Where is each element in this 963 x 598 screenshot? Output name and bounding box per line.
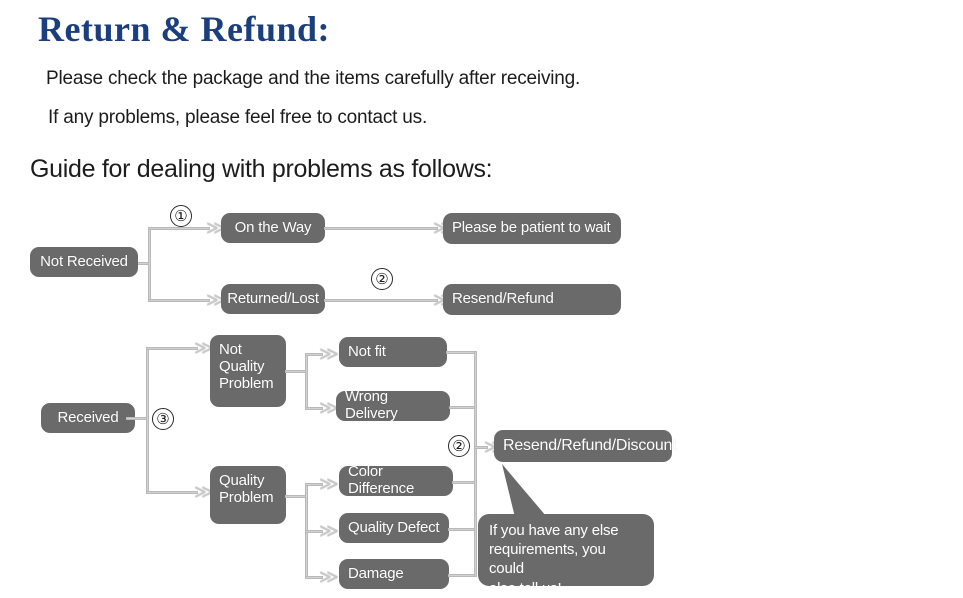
arrowhead-not-fit: ≫	[319, 344, 339, 365]
node-quality-problem[interactable]: Quality Problem	[210, 466, 286, 524]
node-not-fit[interactable]: Not fit	[339, 337, 447, 367]
problem-flowchart: ≫ ≫ ① Not Received On the Way Returned/L…	[0, 196, 963, 598]
node-on-the-way[interactable]: On the Way	[221, 213, 325, 243]
node-wrong-delivery[interactable]: Wrong Delivery	[336, 388, 450, 422]
node-quality-defect[interactable]: Quality Defect	[339, 513, 449, 543]
node-resend-refund-discount[interactable]: Resend/Refund/Discount	[494, 430, 677, 462]
intro-line-1: Please check the package and the items c…	[46, 68, 581, 89]
connector-nqp-stem	[285, 370, 307, 373]
arrowhead-quality-problem: ≫	[194, 482, 214, 503]
connector-received-stem	[126, 417, 148, 420]
arrowhead-wrong-delivery: ≫	[319, 398, 339, 419]
step-marker-2-bottom: ②	[448, 435, 470, 457]
arrowhead-on-the-way: ≫	[206, 218, 226, 239]
connector-merge-bus	[474, 351, 477, 577]
arrowhead-not-quality-problem: ≫	[194, 338, 214, 359]
connector-qp-stem	[285, 495, 307, 498]
connector-not-received-bus	[148, 227, 151, 302]
node-be-patient-to-wait[interactable]: Please be patient to wait	[443, 213, 621, 244]
connector-damage-merge	[448, 574, 476, 577]
page-title: Return & Refund:	[38, 9, 330, 49]
connector-to-not-fit	[305, 353, 323, 356]
connector-to-wrong-delivery	[305, 407, 323, 410]
guide-heading: Guide for dealing with problems as follo…	[30, 155, 493, 183]
connector-merge-to-outcome	[474, 446, 488, 449]
connector-to-quality-problem	[146, 491, 198, 494]
connector-nqp-bus	[305, 353, 308, 409]
connector-to-returned-lost	[148, 299, 210, 302]
connector-to-damage	[305, 576, 323, 579]
connector-wrong-delivery-merge	[449, 406, 476, 409]
connector-received-bus	[146, 347, 149, 494]
step-marker-1: ①	[170, 205, 192, 227]
arrowhead-color-difference: ≫	[319, 474, 339, 495]
connector-to-on-the-way	[148, 227, 210, 230]
arrowhead-returned-lost: ≫	[206, 290, 226, 311]
connector-to-color-difference	[305, 483, 323, 486]
node-damage[interactable]: Damage	[339, 559, 449, 589]
arrowhead-quality-defect: ≫	[319, 521, 339, 542]
arrowhead-damage: ≫	[319, 567, 339, 588]
connector-not-fit-merge	[446, 351, 476, 354]
node-resend-refund[interactable]: Resend/Refund	[443, 284, 621, 315]
connector-returned-lost-to-resend	[324, 299, 438, 302]
connector-on-the-way-to-wait	[324, 227, 438, 230]
step-marker-3: ③	[152, 408, 174, 430]
step-marker-2-top: ②	[371, 268, 393, 290]
callout-bubble: If you have any else requirements, you c…	[478, 514, 654, 597]
node-not-quality-problem[interactable]: Not Quality Problem	[210, 335, 286, 407]
connector-to-quality-defect	[305, 530, 323, 533]
node-not-received[interactable]: Not Received	[30, 247, 138, 277]
intro-line-2: If any problems, please feel free to con…	[48, 107, 428, 128]
connector-to-not-quality-problem	[146, 347, 198, 350]
node-color-difference[interactable]: Color Difference	[339, 463, 453, 497]
node-returned-lost[interactable]: Returned/Lost	[221, 284, 325, 314]
node-received[interactable]: Received	[41, 403, 135, 433]
